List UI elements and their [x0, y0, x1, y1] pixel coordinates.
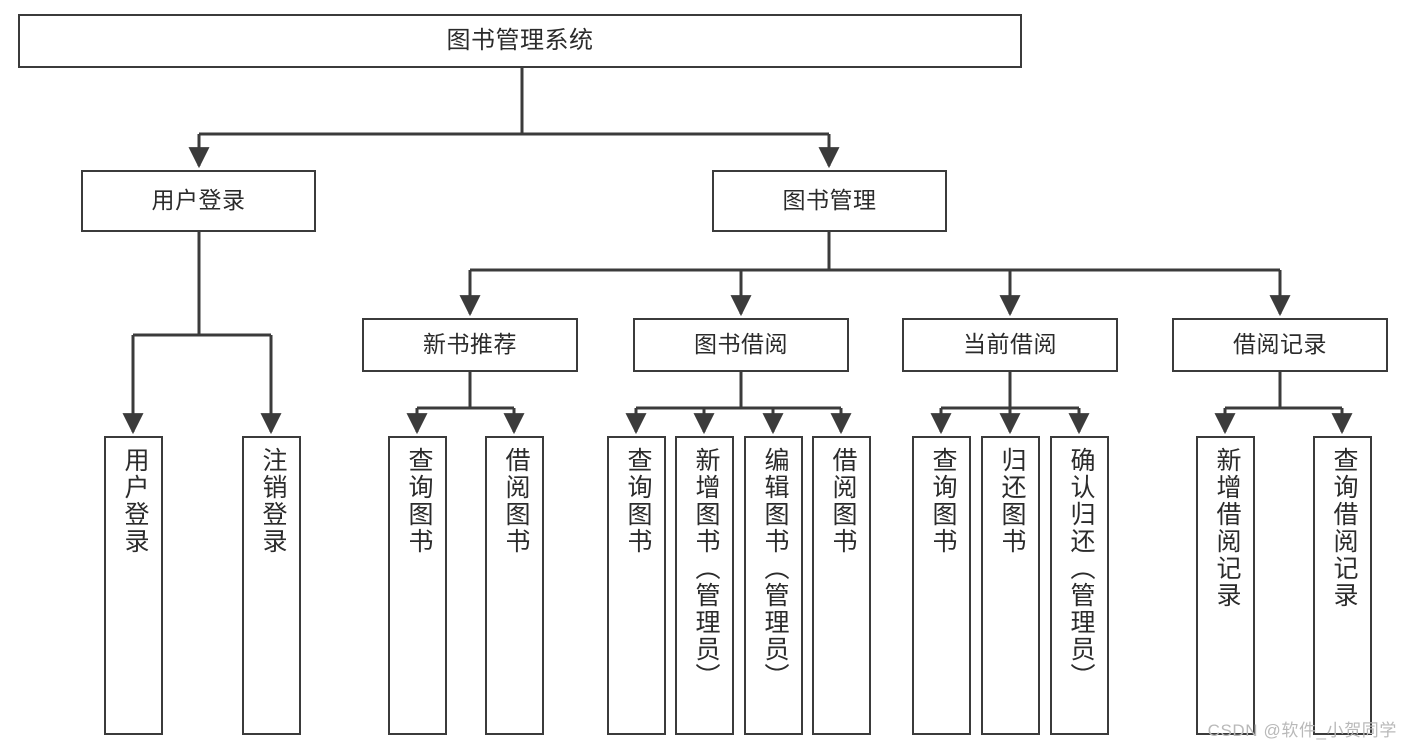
node-root[interactable]: 图书管理系统 — [18, 14, 1022, 68]
node-book-manage[interactable]: 图书管理 — [712, 170, 947, 232]
leaf-book-borrow-3[interactable]: 编辑图书（管理员） — [744, 436, 803, 735]
leaf-current-borrow-3[interactable]: 确认归还（管理员） — [1050, 436, 1109, 735]
leaf-new-book-2-label: 借阅图书 — [502, 447, 530, 555]
leaf-book-borrow-1[interactable]: 查询图书 — [607, 436, 666, 735]
node-new-book-recommend[interactable]: 新书推荐 — [362, 318, 578, 372]
leaf-current-borrow-2[interactable]: 归还图书 — [981, 436, 1040, 735]
leaf-current-borrow-1-label: 查询图书 — [929, 447, 957, 555]
node-new-book-recommend-label: 新书推荐 — [423, 331, 517, 358]
leaf-current-borrow-1[interactable]: 查询图书 — [912, 436, 971, 735]
leaf-book-borrow-4[interactable]: 借阅图书 — [812, 436, 871, 735]
leaf-borrow-record-2[interactable]: 查询借阅记录 — [1313, 436, 1372, 735]
leaf-user-login-2-label: 注销登录 — [259, 447, 287, 555]
leaf-book-borrow-3-label: 编辑图书（管理员） — [761, 447, 789, 690]
node-book-borrow[interactable]: 图书借阅 — [633, 318, 849, 372]
node-current-borrow-label: 当前借阅 — [963, 331, 1057, 358]
node-book-manage-label: 图书管理 — [782, 187, 877, 214]
leaf-new-book-1[interactable]: 查询图书 — [388, 436, 447, 735]
leaf-borrow-record-1-label: 新增借阅记录 — [1213, 447, 1241, 609]
node-borrow-record[interactable]: 借阅记录 — [1172, 318, 1388, 372]
leaf-user-login-1-label: 用户登录 — [121, 447, 149, 555]
leaf-book-borrow-2[interactable]: 新增图书（管理员） — [675, 436, 734, 735]
node-user-login[interactable]: 用户登录 — [81, 170, 316, 232]
leaf-current-borrow-3-label: 确认归还（管理员） — [1067, 447, 1095, 690]
csdn-watermark: CSDN @软件_小贺同学 — [1207, 721, 1397, 740]
node-current-borrow[interactable]: 当前借阅 — [902, 318, 1118, 372]
leaf-user-login-2[interactable]: 注销登录 — [242, 436, 301, 735]
node-root-label: 图书管理系统 — [446, 26, 594, 54]
leaf-book-borrow-2-label: 新增图书（管理员） — [692, 447, 720, 690]
node-borrow-record-label: 借阅记录 — [1233, 331, 1327, 358]
leaf-borrow-record-1[interactable]: 新增借阅记录 — [1196, 436, 1255, 735]
leaf-new-book-1-label: 查询图书 — [405, 447, 433, 555]
leaf-book-borrow-4-label: 借阅图书 — [829, 447, 857, 555]
node-user-login-label: 用户登录 — [151, 187, 246, 214]
leaf-new-book-2[interactable]: 借阅图书 — [485, 436, 544, 735]
leaf-borrow-record-2-label: 查询借阅记录 — [1330, 447, 1358, 609]
leaf-book-borrow-1-label: 查询图书 — [624, 447, 652, 555]
node-book-borrow-label: 图书借阅 — [694, 331, 788, 358]
leaf-user-login-1[interactable]: 用户登录 — [104, 436, 163, 735]
leaf-current-borrow-2-label: 归还图书 — [998, 447, 1026, 555]
